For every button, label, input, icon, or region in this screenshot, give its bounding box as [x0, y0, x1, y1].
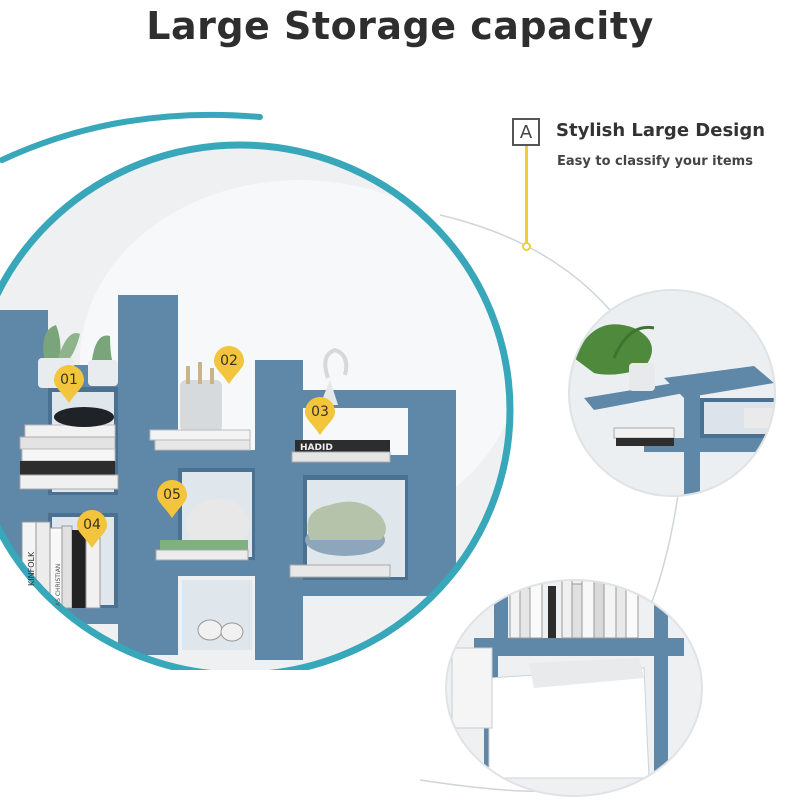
callout-leader-dot — [522, 242, 531, 251]
detail-bottom-circle — [445, 579, 703, 797]
pin-label: 05 — [163, 487, 181, 503]
book-spine-hadid: HADID — [300, 443, 333, 453]
detail-top-circle — [568, 289, 776, 497]
headline: Large Storage capacity — [146, 4, 654, 48]
pin-04: 04 — [75, 510, 109, 550]
callout-subtitle: Easy to classify your items — [557, 154, 753, 169]
pin-label: 04 — [83, 517, 101, 533]
main-shelf-scene: KINFOLK HADID AS CHRISTIAN — [0, 141, 514, 670]
pin-01: 01 — [52, 365, 86, 405]
pin-05: 05 — [155, 480, 189, 520]
pin-label: 01 — [60, 372, 78, 388]
pin-label: 02 — [220, 353, 238, 369]
callout-title: Stylish Large Design — [556, 120, 766, 141]
callout-leader-line — [525, 146, 528, 244]
book-spine-christian: AS CHRISTIAN — [55, 564, 62, 606]
pin-03: 03 — [303, 397, 337, 437]
pin-label: 03 — [311, 404, 329, 420]
book-spine-kinfolk: KINFOLK — [27, 551, 36, 586]
callout-badge: A — [512, 118, 540, 146]
pin-02: 02 — [212, 346, 246, 386]
